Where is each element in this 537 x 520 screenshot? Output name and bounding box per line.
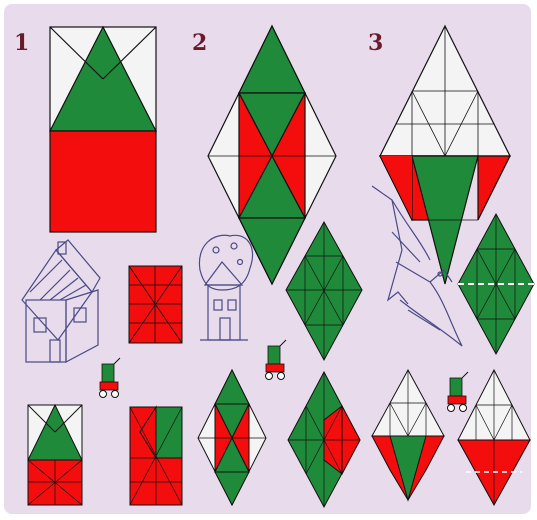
house-sketch-icon: [22, 240, 100, 362]
panel-3-small-model-b: [458, 370, 530, 505]
panel-2-number: 2: [192, 30, 207, 56]
stroller-icon: [266, 340, 287, 380]
panel-1-big-model: [50, 27, 156, 232]
panel-3-number: 3: [368, 30, 383, 56]
panel-1-small-model-a: [28, 405, 82, 505]
panel-3-green-rhombus: [458, 214, 534, 354]
panel-2-green-rhombus: [286, 222, 362, 360]
panel-1-red-sheet: [129, 266, 182, 343]
panel-1-number: 1: [14, 30, 29, 56]
panel-1-small-model-b: [130, 407, 182, 505]
mushroom-house-sketch-icon: [199, 235, 252, 340]
panel-2-small-model-a: [198, 370, 266, 505]
stroller-icon: [448, 372, 469, 412]
stroller-icon: [100, 358, 121, 398]
panel-2-small-model-b: [288, 372, 360, 507]
panel-3-small-model-a: [372, 370, 444, 500]
